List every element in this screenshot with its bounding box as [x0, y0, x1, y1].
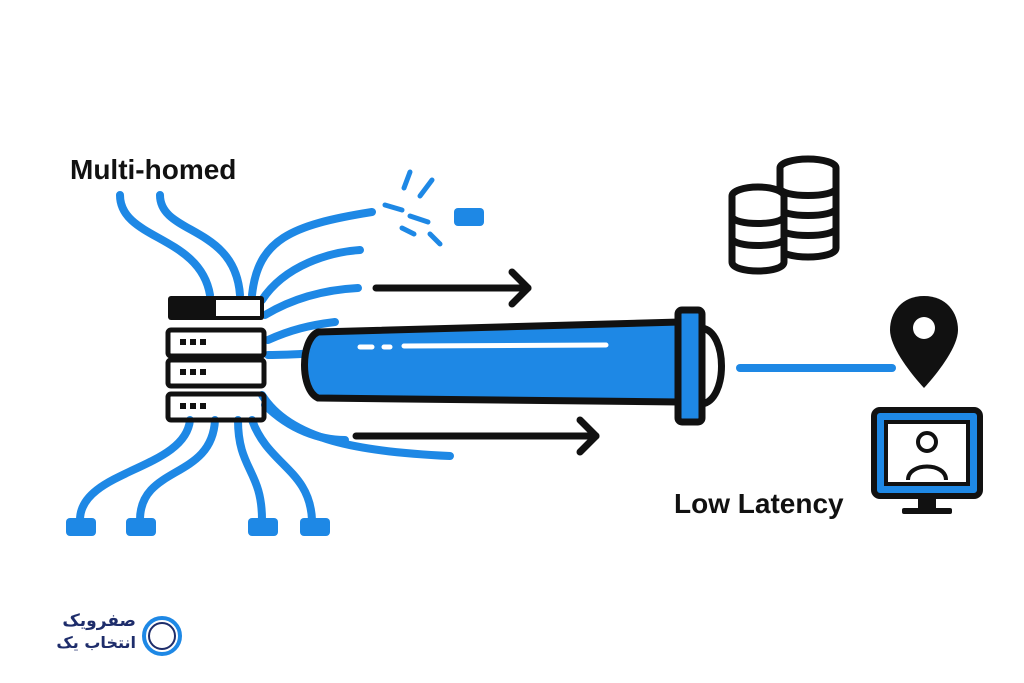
coin-stack-icon — [728, 155, 840, 275]
fiber-lines-top — [116, 191, 376, 319]
brand-name: صفرویک انتخاب یک — [26, 610, 136, 654]
brand-name-line2: انتخاب یک — [56, 633, 136, 652]
arrow-right-icon — [352, 416, 600, 456]
multi-homed-label: Multi-homed — [70, 154, 237, 185]
server-rack-icon — [165, 296, 267, 423]
brand-name-line1: صفرویک — [62, 611, 136, 631]
brand-watermark: صفرویک انتخاب یک — [26, 606, 196, 666]
monitor-user-icon — [871, 407, 983, 514]
broken-link-icon — [382, 169, 484, 247]
fiber-cable-icon — [301, 306, 725, 426]
endpoint-blocks — [66, 518, 330, 536]
location-pin-icon — [890, 296, 958, 388]
brand-logo-icon — [142, 616, 182, 656]
arrow-right-icon — [372, 268, 532, 308]
low-latency-label: Low Latency — [674, 488, 844, 519]
